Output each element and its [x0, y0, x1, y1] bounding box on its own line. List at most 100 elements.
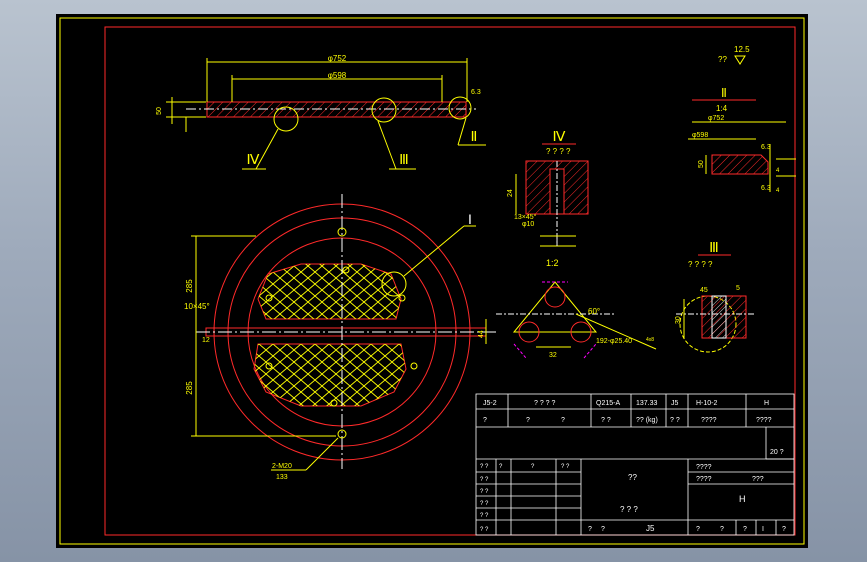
detail-iii-30: 30: [675, 316, 682, 324]
tb-r2-c6: ????: [701, 417, 717, 424]
detail-ii-title: Ⅱ: [721, 86, 727, 100]
tb-drawing-no: H-10-2: [696, 400, 718, 407]
hole-note: 192-φ25.40: [596, 338, 632, 345]
outer-frame: [59, 17, 805, 545]
tb-r2-c5: ? ?: [670, 417, 680, 424]
detail-ii-50: 50: [698, 160, 705, 168]
callout-ii-label: Ⅱ: [471, 128, 478, 144]
callout-i-label: I: [468, 211, 472, 227]
hole-sub: 4x8: [646, 337, 654, 343]
detail-iii: Ⅲ ? ? ? ? 30 45 5: [675, 239, 756, 353]
drawing-frame: [104, 26, 796, 536]
tb-middle-top: ??: [628, 473, 637, 482]
tb-right-2: ???: [752, 476, 764, 483]
dim-50-label: 50: [156, 107, 163, 115]
detail-iii-angle: 45: [700, 287, 708, 294]
detail-iv-24: 24: [507, 189, 514, 197]
tb-grid-h1: ?: [499, 464, 503, 470]
hole-dim-32: 32: [549, 352, 557, 359]
tb-code: J5-2: [483, 400, 497, 407]
tb-grid-l4: ? ?: [480, 527, 489, 533]
tb-name: ? ? ? ?: [534, 400, 556, 407]
tb-bottom-r3: I: [762, 526, 764, 533]
detail-ii: Ⅱ 1:4 φ752 φ598 50 6.3 6.3 4 4: [688, 86, 796, 194]
detail-ii-d1: 4: [776, 168, 780, 174]
holes-depth: 133: [276, 474, 288, 481]
detail-ii-r1: 6.3: [761, 144, 771, 151]
dim-bottom-285: 285: [185, 381, 194, 395]
section-view-top: φ752 φ598 50 Ⅳ Ⅲ Ⅱ 6.3: [156, 54, 486, 170]
detail-iv-scale: 1:2: [546, 258, 559, 268]
cad-drawing: φ752 φ598 50 Ⅳ Ⅲ Ⅱ 6.3 12.5 ?? Ⅱ 1:: [59, 17, 805, 545]
detail-hole-pattern: 60° 192-φ25.40 4x8 32: [496, 281, 657, 359]
tb-r2-c1: ?: [526, 417, 530, 424]
callout-iii-label: Ⅲ: [399, 151, 409, 167]
callout-circle-i: [381, 271, 407, 297]
perforation-grid-bottom: [254, 344, 406, 406]
roughness-note: ??: [718, 55, 727, 64]
detail-ii-r2: 6.3: [761, 185, 771, 192]
tb-mass: 137.33: [636, 400, 658, 407]
detail-iii-title: Ⅲ: [709, 239, 719, 255]
tb-quantity: 20 ?: [770, 449, 784, 456]
detail-ii-598: φ598: [692, 132, 708, 139]
detail-ii-d2: 4: [776, 188, 780, 194]
dim-top-285: 285: [185, 279, 194, 293]
tb-right-big: H: [739, 494, 746, 504]
tb-grid-l0: ? ?: [480, 477, 489, 483]
tb-grid-h0: ? ?: [480, 464, 489, 470]
roughness-top-label: 6.3: [471, 89, 481, 96]
title-block: [475, 393, 795, 536]
plan-view: I 285 285 10×45° 12 44 2-M20 133: [184, 194, 496, 481]
tb-r2-c0: ?: [483, 417, 487, 424]
tb-grid-l3: ? ?: [480, 513, 489, 519]
detail-iv-chamfer: 13×45°: [514, 213, 537, 221]
dim-chamfer: 10×45°: [184, 302, 210, 311]
title-block-text: J5-2 ? ? ? ? Q215-A 137.33 J5 H-10-2 H ?…: [480, 400, 786, 533]
tb-grid-h3: ? ?: [561, 464, 570, 470]
tb-r2-c3: ? ?: [601, 417, 611, 424]
tb-grid-l1: ? ?: [480, 489, 489, 495]
detail-iv: Ⅳ ? ? ? ? 24 13×45° φ10 I 1:2: [507, 128, 589, 268]
tb-r2-c4: ?? (kg): [636, 417, 658, 424]
tb-right-1: ????: [696, 476, 712, 483]
dim-598-label: φ598: [328, 71, 347, 80]
tb-bottom-l1: ?: [601, 526, 605, 533]
tb-grid-h2: ?: [531, 464, 535, 470]
detail-iv-title: Ⅳ: [553, 128, 566, 144]
tb-material: Q215-A: [596, 400, 620, 407]
tb-scale: J5: [671, 400, 679, 407]
bolt-hole-bottom[interactable]: [337, 429, 347, 439]
dim-gap-12: 12: [202, 337, 210, 344]
dim-right-44: 44: [478, 330, 485, 338]
tb-bottom-mid: J5: [646, 524, 655, 533]
detail-ii-section: [711, 154, 769, 175]
tb-right-0: ????: [696, 464, 712, 471]
callout-circle-iv: [273, 106, 299, 132]
callout-circle-ii: [448, 96, 472, 120]
detail-iii-note: ? ? ? ?: [688, 260, 713, 269]
callout-iv-label: Ⅳ: [247, 151, 260, 167]
tb-grid-l2: ? ?: [480, 501, 489, 507]
title-block-frame: [475, 393, 795, 536]
tb-bottom-l0: ?: [588, 526, 592, 533]
callout-circle-iii: [371, 97, 397, 123]
tb-bottom-r2: ?: [743, 526, 747, 533]
bolt-hole-top[interactable]: [337, 227, 347, 237]
roughness-value: 12.5: [734, 45, 750, 54]
detail-iii-r: 5: [736, 285, 740, 292]
detail-iv-note: ? ? ? ?: [546, 147, 571, 156]
hole-angle-label: 60°: [588, 307, 600, 316]
perforation-grid-top: [258, 264, 401, 319]
tb-middle-bottom: ? ? ?: [620, 505, 638, 514]
tb-r2-c7: ????: [756, 417, 772, 424]
holes-spec: 2-M20: [272, 463, 292, 470]
dim-752-label: φ752: [328, 54, 347, 63]
detail-ii-scale: 1:4: [716, 104, 728, 113]
tb-r2-c2: ?: [561, 417, 565, 424]
cad-viewport[interactable]: φ752 φ598 50 Ⅳ Ⅲ Ⅱ 6.3 12.5 ?? Ⅱ 1:: [56, 14, 808, 548]
roughness-symbol: 12.5 ??: [718, 45, 750, 65]
tb-rev: H: [764, 400, 769, 407]
tb-bottom-r0: ?: [696, 526, 700, 533]
tb-bottom-r4: ?: [782, 526, 786, 533]
